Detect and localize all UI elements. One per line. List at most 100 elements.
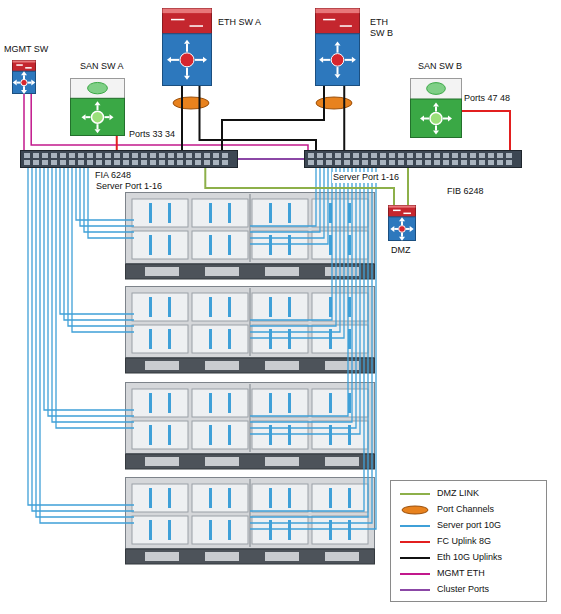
switch-port xyxy=(114,160,120,165)
switch-port xyxy=(470,153,476,158)
arrow-head xyxy=(335,74,341,78)
switch-port xyxy=(389,160,395,165)
network-device: SAN SW B xyxy=(410,78,462,138)
link-cable xyxy=(343,86,345,150)
switch-port xyxy=(416,153,422,158)
switch-port xyxy=(87,153,93,158)
link-cable xyxy=(407,168,409,205)
server-port-wire xyxy=(250,168,348,416)
link-cable xyxy=(200,86,317,150)
device-label: ETH SW B xyxy=(370,17,404,39)
link-cable xyxy=(31,94,308,150)
server-port-wire xyxy=(40,168,134,523)
arrow-head xyxy=(433,131,439,135)
switch-body xyxy=(163,34,212,86)
server-port-wire xyxy=(36,168,134,517)
port-channel xyxy=(173,97,209,109)
switch-port xyxy=(497,160,503,165)
san-top-mark xyxy=(427,83,446,95)
arrow-head xyxy=(410,226,414,232)
switch-port xyxy=(434,153,440,158)
legend-ellipse xyxy=(402,506,428,514)
switch-port xyxy=(407,153,413,158)
device-label: MGMT SW xyxy=(4,44,48,55)
network-device: ETH SW A xyxy=(162,8,212,86)
server-port-wire xyxy=(250,168,344,338)
arrow-head xyxy=(184,76,190,80)
switch-port xyxy=(78,160,84,165)
chassis-group xyxy=(126,193,375,565)
switch-port xyxy=(186,153,192,158)
switch-port xyxy=(506,160,512,165)
switch-port xyxy=(353,153,359,158)
switch-port xyxy=(204,160,210,165)
legend-line xyxy=(400,573,430,575)
arrow-stroke xyxy=(424,118,429,120)
switch-port xyxy=(123,153,129,158)
switch-port xyxy=(42,160,48,165)
switch-core xyxy=(331,54,344,67)
network-device: DMZ xyxy=(388,205,416,241)
legend-row: FC Uplink 8G xyxy=(391,535,546,549)
switch-port xyxy=(452,160,458,165)
switch-body xyxy=(389,217,416,241)
server-port-wire xyxy=(32,168,134,511)
switch-port xyxy=(488,153,494,158)
arrow-head xyxy=(448,116,452,122)
switch-port xyxy=(213,160,219,165)
server-port-wire xyxy=(250,168,336,326)
arrow-stroke xyxy=(97,124,99,129)
server-port-wire xyxy=(52,168,134,422)
switch-port xyxy=(195,160,201,165)
port-label: Ports 33 34 xyxy=(128,129,176,140)
san-top xyxy=(411,79,462,100)
arrow-stroke xyxy=(337,67,339,74)
server-port-wire xyxy=(250,168,316,226)
legend-sample xyxy=(399,585,431,595)
legend-sample xyxy=(399,553,431,563)
arrow-head xyxy=(95,129,101,133)
server-port-wire xyxy=(250,168,356,428)
switch-port xyxy=(326,153,332,158)
server-port-wire xyxy=(250,168,360,434)
link-cable xyxy=(462,111,510,150)
legend-sample xyxy=(399,505,431,515)
switch-port xyxy=(488,160,494,165)
blade-chassis xyxy=(126,193,375,280)
san-top xyxy=(71,79,125,99)
switch-top-arrow xyxy=(393,210,401,212)
arrow-stroke xyxy=(186,44,188,52)
arrow-stroke xyxy=(186,68,188,76)
switch-port xyxy=(24,160,30,165)
san-core xyxy=(92,111,104,123)
arrow-stroke xyxy=(345,59,352,61)
link-cable xyxy=(181,86,183,150)
switch-port xyxy=(96,153,102,158)
network-device: FIB 6248 xyxy=(304,150,522,168)
switch-top xyxy=(163,9,212,35)
switch-port xyxy=(69,160,75,165)
legend-text: MGMT ETH xyxy=(437,568,485,579)
arrow-head xyxy=(399,237,405,241)
switch-port xyxy=(177,160,183,165)
arrow-stroke xyxy=(105,116,110,118)
switch-port xyxy=(362,160,368,165)
device-icon xyxy=(304,150,522,168)
switch-port xyxy=(69,153,75,158)
switch-port xyxy=(443,153,449,158)
arrow-head xyxy=(319,57,323,63)
arrow-stroke xyxy=(323,59,330,61)
switch-port xyxy=(132,160,138,165)
server-port-wire xyxy=(88,168,134,238)
legend-line xyxy=(400,541,430,543)
switch-port xyxy=(150,160,156,165)
switch-port xyxy=(168,153,174,158)
switch-port xyxy=(407,160,413,165)
server-port-wire xyxy=(250,168,324,238)
port-label: Server Port 1-16 xyxy=(332,172,400,183)
legend-text: DMZ LINK xyxy=(437,488,479,499)
legend-line xyxy=(400,557,430,559)
arrow-head xyxy=(21,71,27,75)
switch-port xyxy=(60,153,66,158)
switch-port xyxy=(150,153,156,158)
